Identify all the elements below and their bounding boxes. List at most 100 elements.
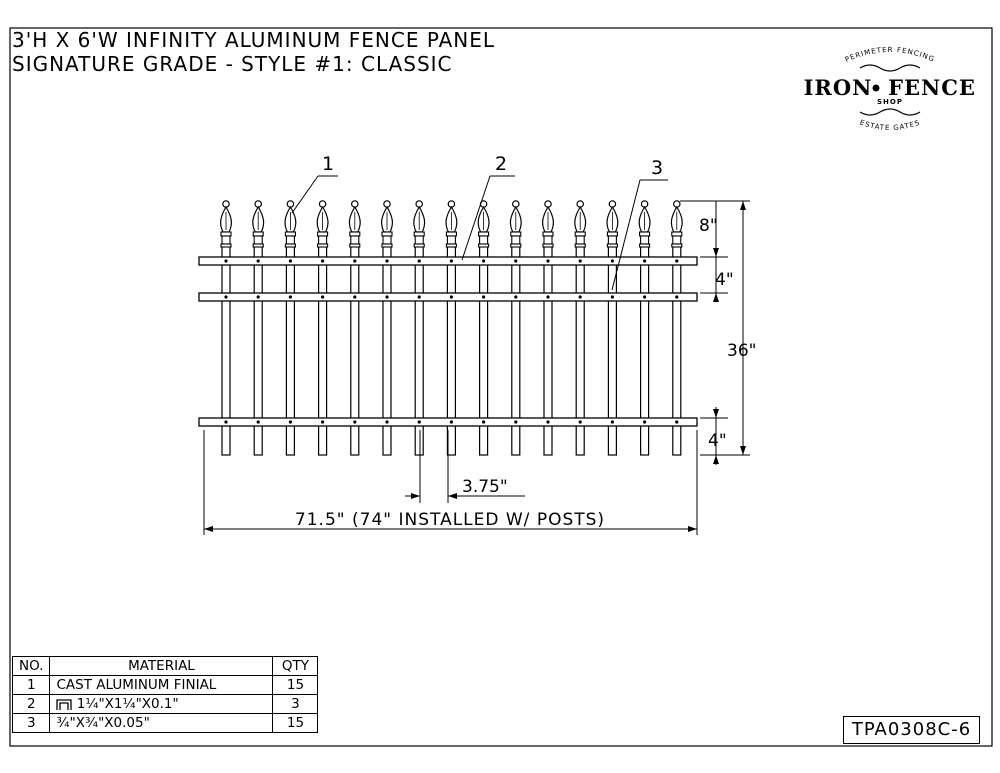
rail-rivet (256, 259, 260, 263)
dim-rail-spacing: 4" (715, 270, 734, 290)
rail-rivet (385, 295, 389, 299)
rail-rivet (321, 259, 325, 263)
rail-rivet (224, 420, 228, 424)
callout-3-label: 3 (651, 157, 663, 179)
rail-rivet (643, 295, 647, 299)
rail-rivet (321, 295, 325, 299)
callout-3: 3 (611, 157, 668, 291)
picket (316, 200, 329, 456)
rail-rivet (482, 295, 486, 299)
rail-rivet (675, 259, 679, 263)
picket (445, 200, 458, 456)
picket (413, 200, 426, 456)
bom-row-material: CAST ALUMINUM FINIAL (49, 675, 274, 695)
bom-row-qty: 3 (272, 694, 319, 714)
rail-rivet (321, 420, 325, 424)
rail-rivet (610, 259, 615, 263)
rail-rivet (288, 259, 292, 263)
rail-rivet (353, 295, 357, 299)
rail-rivet (288, 295, 292, 299)
callout-1-label: 1 (322, 153, 334, 175)
rail-rivet (353, 420, 357, 424)
rail-rivet (288, 420, 292, 424)
pickets-group (220, 200, 683, 456)
rail-rivet (643, 420, 647, 424)
rail-rivet (578, 259, 582, 263)
dim-overall-width: 71.5" (74" INSTALLED W/ POSTS) (295, 510, 605, 530)
picket (284, 200, 297, 456)
sheet-border (9, 27, 993, 747)
dim-panel-height: 36" (727, 341, 756, 361)
rail-rivet (385, 259, 389, 263)
rail-rivet (643, 259, 647, 263)
rail-rivet (578, 295, 582, 299)
dim-picket-spacing: 3.75" (462, 477, 508, 497)
rail-rivet (417, 420, 421, 424)
picket (670, 200, 683, 456)
rail-rivet (610, 420, 615, 424)
rail-rivet (546, 295, 550, 299)
rail-rivet (514, 420, 518, 424)
callout-1: 1 (291, 153, 338, 214)
picket (606, 200, 619, 456)
logo-sub: SHOP (877, 98, 903, 106)
title-line-1: 3'H X 6'W INFINITY ALUMINUM FENCE PANEL (12, 28, 496, 52)
bom-row-material-cell: 1¼"X1¼"X0.1" (49, 694, 274, 714)
rail-rivet (610, 295, 615, 299)
bom-row-material: ¾"X¾"X0.05" (49, 713, 274, 733)
picket (638, 200, 651, 456)
picket (381, 200, 393, 456)
callout-2: 2 (461, 153, 515, 261)
logo-main-right: FENCE (888, 75, 976, 100)
rail-rivet (256, 295, 260, 299)
bom-row-no: 2 (11, 694, 51, 714)
logo-top-flourish (859, 64, 921, 72)
rail-rivets (224, 259, 679, 424)
bom-row: 2 1¼"X1¼"X0.1" 3 (11, 694, 319, 714)
rail-rivet (546, 420, 550, 424)
bom-header-row: NO. MATERIAL QTY (11, 656, 319, 676)
bom-header-material: MATERIAL (49, 656, 274, 676)
middle-rail (198, 292, 698, 302)
logo-bottom-flourish (859, 108, 921, 116)
picket (477, 200, 490, 456)
picket (220, 200, 232, 456)
bom-row-qty: 15 (272, 713, 319, 733)
rail-rivet (449, 420, 453, 424)
title-line-2: SIGNATURE GRADE - STYLE #1: CLASSIC (12, 52, 453, 76)
logo-dot (872, 84, 880, 92)
bom-row: 1 CAST ALUMINUM FINIAL 15 (11, 675, 319, 695)
rail-rivet (417, 259, 421, 263)
top-rail (198, 256, 698, 266)
bom-row: 3 ¾"X¾"X0.05" 15 (11, 713, 319, 733)
rail-rivet (256, 420, 260, 424)
rail-rivet (385, 420, 389, 424)
rail-rivet (675, 295, 679, 299)
bottom-rail (198, 417, 698, 427)
rail-rivet (224, 295, 228, 299)
rail-rivet (514, 295, 518, 299)
dim-finial-height: 8" (699, 216, 718, 236)
rail-rivet (449, 295, 453, 299)
rail-rivet (546, 259, 550, 263)
rail-rivet (482, 420, 486, 424)
picket (348, 200, 361, 456)
part-number: TPA0308C-6 (843, 716, 980, 744)
bottom-dimensions (203, 430, 698, 535)
dim-bottom-extension: 4" (708, 431, 727, 451)
bom-row-no: 3 (11, 713, 51, 733)
rail-rivet (417, 295, 421, 299)
bottom-arrows (204, 493, 697, 532)
callout-2-label: 2 (495, 153, 507, 175)
bill-of-materials: NO. MATERIAL QTY 1 CAST ALUMINUM FINIAL … (11, 656, 319, 733)
picket (252, 200, 265, 456)
logo-main-left: IRON (804, 75, 873, 100)
rail-rivet (449, 259, 453, 263)
picket (509, 200, 522, 456)
rail-rivet (482, 259, 486, 263)
u-channel-icon (56, 698, 73, 710)
iron-fence-shop-logo: PERIMETER FENCING IRON FENCE SHOP ESTATE… (804, 46, 976, 132)
bom-row-no: 1 (11, 675, 51, 695)
bom-row-qty: 15 (272, 675, 319, 695)
